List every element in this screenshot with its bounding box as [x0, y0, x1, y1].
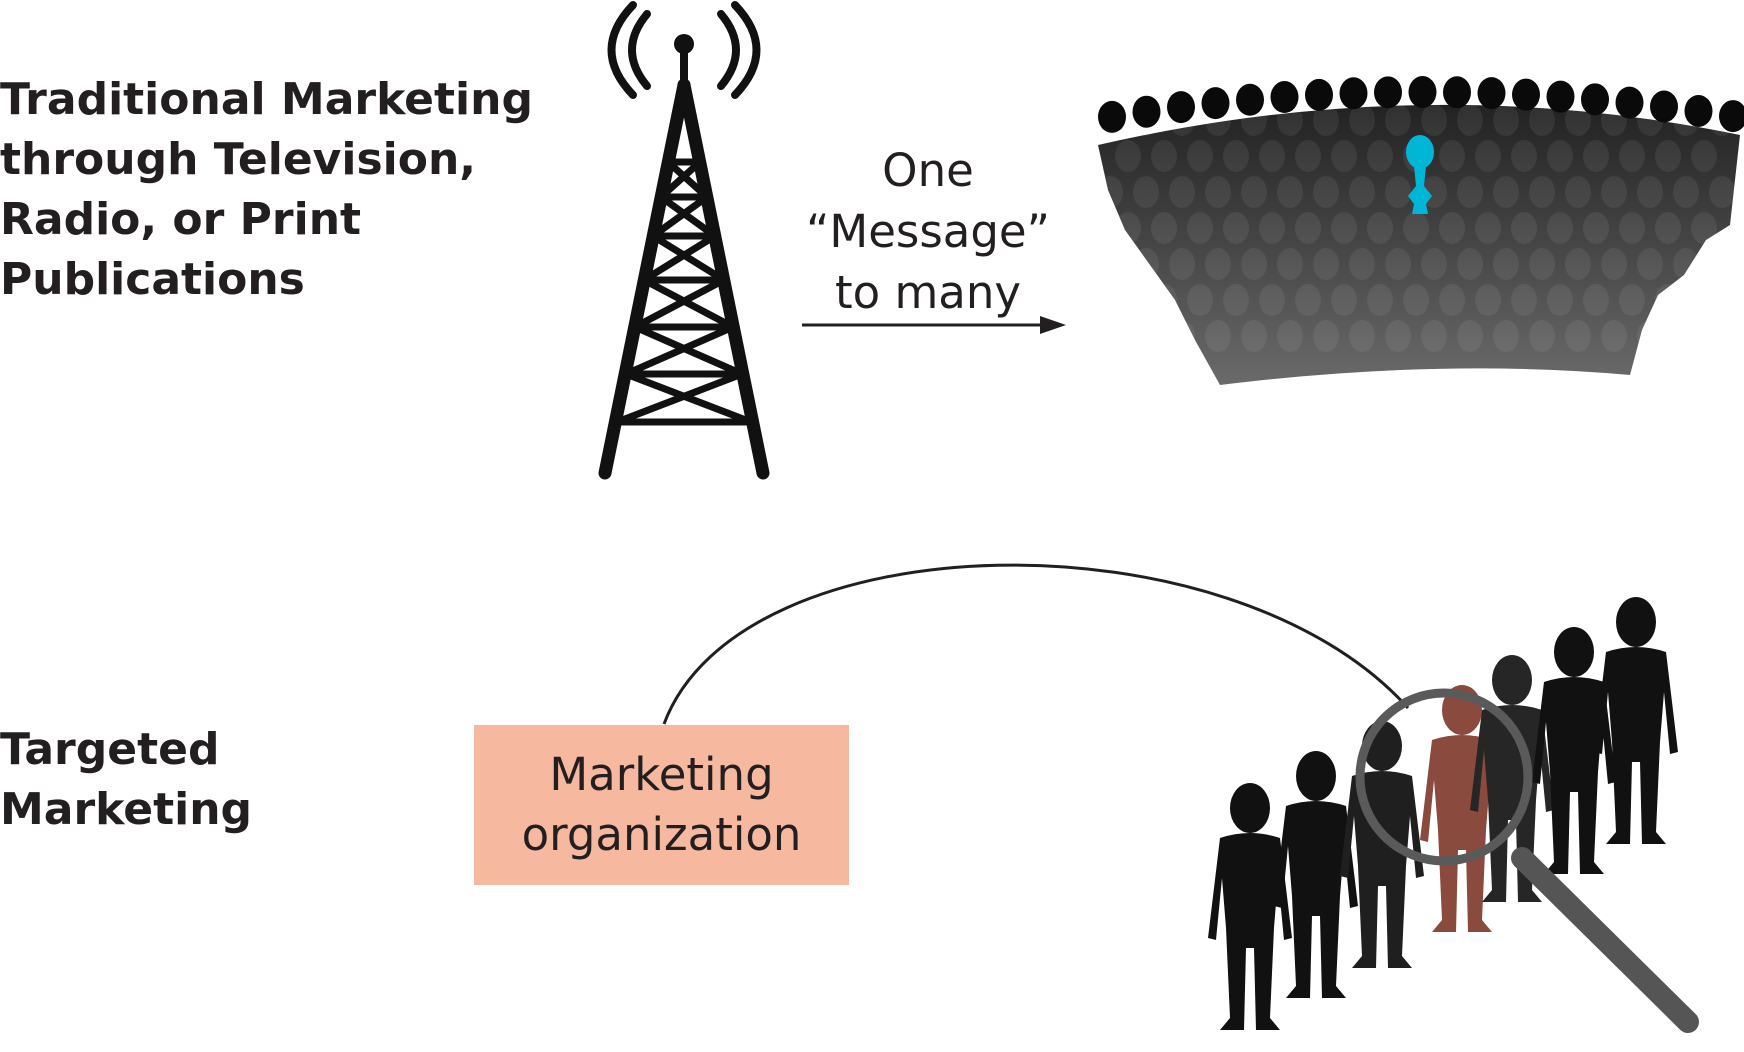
box-line: Marketing	[549, 748, 774, 801]
marketing-organization-box: Marketing organization	[474, 725, 849, 885]
heading-line: Targeted	[0, 724, 220, 775]
heading-line: Traditional Marketing	[0, 74, 533, 125]
audience-crowd-icon	[1098, 76, 1744, 386]
heading-line: Marketing	[0, 784, 253, 835]
highlighted-audience-member	[1406, 135, 1434, 214]
connection-arc	[662, 563, 1410, 725]
arrow-icon	[802, 316, 1066, 334]
box-line: organization	[521, 808, 802, 861]
heading-line: Radio, or Print	[0, 194, 362, 245]
caption-line: to many	[834, 266, 1022, 319]
traditional-marketing-heading: Traditional Marketing through Television…	[0, 70, 533, 310]
targeted-marketing-heading: Targeted Marketing	[0, 720, 252, 840]
magnifying-glass-icon	[1355, 688, 1699, 1033]
people-line-icon	[1208, 597, 1678, 1030]
one-message-caption: One “Message” to many	[778, 140, 1078, 323]
caption-line: “Message”	[806, 205, 1050, 258]
broadcast-tower-icon	[598, 1, 770, 480]
heading-line: through Television,	[0, 134, 476, 185]
heading-line: Publications	[0, 254, 305, 305]
caption-line: One	[882, 144, 974, 197]
